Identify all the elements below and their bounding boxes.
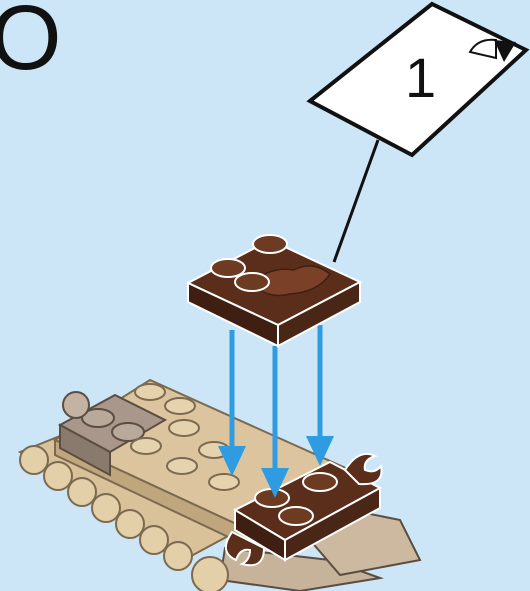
parts-callout: 1 — [310, 4, 526, 155]
callout-quantity: 1 — [405, 46, 436, 109]
callout-connector-line — [334, 140, 378, 262]
arrow-left — [218, 330, 246, 476]
arrow-right — [306, 325, 334, 466]
arrow-middle — [261, 346, 289, 498]
brown-slope-brick — [188, 235, 360, 346]
